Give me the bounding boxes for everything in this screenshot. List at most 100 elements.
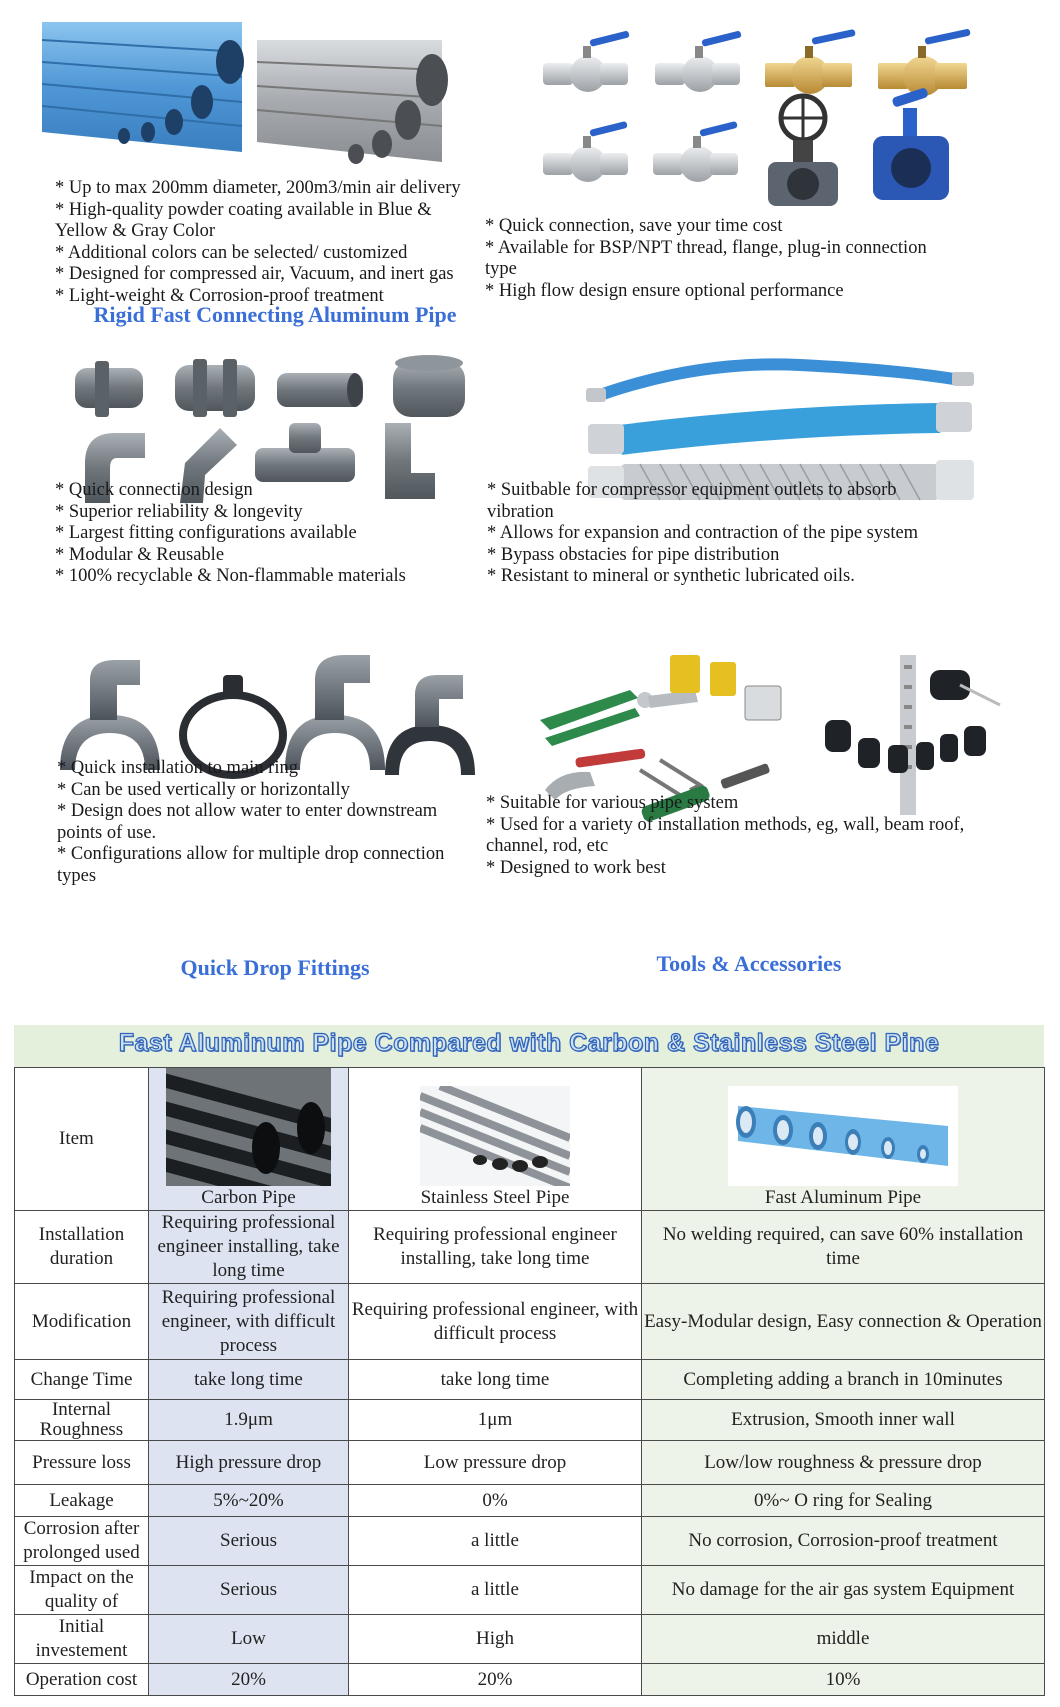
aluminum-pipes-image xyxy=(42,22,448,164)
bullet-line: * Used for a variety of installation met… xyxy=(486,814,965,835)
row-stainless: 20% xyxy=(348,1663,642,1696)
header-stainless-label: Stainless Steel Pipe xyxy=(420,1187,570,1208)
bullet-line: * Designed for compressed air, Vacuum, a… xyxy=(55,264,454,284)
drop-fittings-caption: Quick Drop Fittings xyxy=(180,955,370,980)
table-row: Installation duration Requiring professi… xyxy=(14,1210,1045,1284)
row-carbon: take long time xyxy=(148,1359,349,1400)
bullet-line: * Quick connection design xyxy=(55,480,253,500)
bullet-line: * Resistant to mineral or synthetic lubr… xyxy=(487,566,855,586)
hoses-bullets: * Suitbable for compressor equipment out… xyxy=(487,480,1047,588)
rigid-pipe-caption: Rigid Fast Connecting Aluminum Pipe xyxy=(93,302,457,327)
row-carbon: Serious xyxy=(148,1516,349,1566)
table-row: Operation cost 20% 20% 10% xyxy=(14,1663,1045,1696)
row-stainless: Requiring professional engineer installi… xyxy=(348,1210,642,1284)
table-row: Modification Requiring professional engi… xyxy=(14,1283,1045,1360)
bullet-line: * Allows for expansion and contraction o… xyxy=(487,523,919,543)
row-item: Impact on the quality of xyxy=(14,1565,149,1615)
comparison-banner: Fast Aluminum Pipe Compared with Carbon … xyxy=(14,1025,1044,1067)
panel-drop-fittings: * Quick installation to main ring * Can … xyxy=(0,645,530,1005)
bullet-line: * Designed to work best xyxy=(486,857,666,878)
bullet-line: * 100% recyclable & Non-flammable materi… xyxy=(55,566,406,586)
row-carbon: 1.9μm xyxy=(148,1399,349,1441)
table-header-row: Item Carbon Pipe Stainless Steel Pipe xyxy=(14,1067,1045,1211)
bullet-line: Yellow & Gray Color xyxy=(55,221,215,241)
fittings-bullets: * Quick connection design * Superior rel… xyxy=(55,480,525,588)
panel-fittings: * Quick connection design * Superior rel… xyxy=(0,335,530,645)
row-carbon: Requiring professional engineer, with di… xyxy=(148,1283,349,1360)
bullet-line: * Quick installation to main ring xyxy=(57,758,298,778)
bullet-line: * Design does not allow water to enter d… xyxy=(57,801,438,821)
comparison-title: Fast Aluminum Pipe Compared with Carbon … xyxy=(118,1028,940,1057)
header-carbon-label: Carbon Pipe xyxy=(201,1187,296,1208)
row-stainless: a little xyxy=(348,1565,642,1615)
bullet-line: channel, rod, etc xyxy=(486,836,609,856)
bullet-line: * Available for BSP/NPT thread, flange, … xyxy=(485,237,927,258)
row-stainless: take long time xyxy=(348,1359,642,1400)
header-stainless: Stainless Steel Pipe xyxy=(348,1067,642,1211)
bullet-line: * Quick connection, save your time cost xyxy=(485,216,783,236)
row-aluminum: No welding required, can save 60% instal… xyxy=(641,1210,1045,1284)
row-item: Installation duration xyxy=(14,1210,149,1284)
row-item: Initial investement xyxy=(14,1614,149,1664)
header-aluminum: Fast Aluminum Pipe xyxy=(641,1067,1045,1211)
bullet-line: * High-quality powder coating available … xyxy=(55,199,432,220)
row-stainless: a little xyxy=(348,1516,642,1566)
row-aluminum: Low/low roughness & pressure drop xyxy=(641,1440,1045,1485)
row-item: Change Time xyxy=(14,1359,149,1400)
table-row: Leakage 5%~20% 0% 0%~ O ring for Sealing xyxy=(14,1484,1045,1517)
panel-rigid-pipe: * Up to max 200mm diameter, 200m3/min ai… xyxy=(0,0,530,335)
table-row: Pressure loss High pressure drop Low pre… xyxy=(14,1440,1045,1485)
row-aluminum: middle xyxy=(641,1614,1045,1664)
row-aluminum: No corrosion, Corrosion-proof treatment xyxy=(641,1516,1045,1566)
row-stainless: 0% xyxy=(348,1484,642,1517)
header-aluminum-label: Fast Aluminum Pipe xyxy=(764,1187,922,1208)
fast-aluminum-pipe-image xyxy=(728,1086,958,1186)
valves-bullets-list: * Quick connection, save your time cost … xyxy=(485,216,1045,302)
tools-bullets: * Suitable for various pipe system * Use… xyxy=(486,793,1046,879)
header-item: Item xyxy=(14,1067,149,1211)
panel-hoses: * Suitbable for compressor equipment out… xyxy=(487,335,1060,645)
row-aluminum: 0%~ O ring for Sealing xyxy=(641,1484,1045,1517)
row-item: Modification xyxy=(14,1283,149,1360)
row-carbon: Serious xyxy=(148,1565,349,1615)
row-aluminum: Completing adding a branch in 10minutes xyxy=(641,1359,1045,1400)
table-row: Initial investement Low High middle xyxy=(14,1614,1045,1664)
row-carbon: Low xyxy=(148,1614,349,1664)
row-aluminum: 10% xyxy=(641,1663,1045,1696)
bullet-line: * Suitbable for compressor equipment out… xyxy=(487,480,897,500)
row-item: Pressure loss xyxy=(14,1440,149,1485)
drop-fittings-bullets: * Quick installation to main ring * Can … xyxy=(57,758,527,887)
flexible-hoses-image xyxy=(586,358,974,501)
row-item: Internal Roughness xyxy=(14,1399,149,1441)
tools-accessories-image xyxy=(540,655,1001,822)
header-carbon: Carbon Pipe xyxy=(148,1067,349,1211)
bullet-line: * Largest fitting configurations availab… xyxy=(55,523,357,543)
bullet-line: * Additional colors can be selected/ cus… xyxy=(55,242,408,263)
panel-tools: * Suitable for various pipe system * Use… xyxy=(486,645,1060,1005)
bullet-line: vibration xyxy=(487,501,554,522)
row-aluminum: No damage for the air gas system Equipme… xyxy=(641,1565,1045,1615)
row-aluminum: Easy-Modular design, Easy connection & O… xyxy=(641,1283,1045,1360)
panel-valves: * Quick connection, save your time cost … xyxy=(485,0,1060,335)
comparison-table: Item Carbon Pipe Stainless Steel Pipe xyxy=(14,1067,1045,1696)
bullet-line: * Light-weight & Corrosion-proof treatme… xyxy=(55,285,384,306)
stainless-pipe-image xyxy=(420,1086,570,1186)
row-aluminum: Extrusion, Smooth inner wall xyxy=(641,1399,1045,1441)
bullet-line: * High flow design ensure optional perfo… xyxy=(485,280,844,301)
table-row: Change Time take long time take long tim… xyxy=(14,1359,1045,1400)
row-stainless: Requiring professional engineer, with di… xyxy=(348,1283,642,1360)
table-row: Corrosion after prolonged used Serious a… xyxy=(14,1516,1045,1566)
bullet-line: * Configurations allow for multiple drop… xyxy=(57,844,445,864)
row-item: Corrosion after prolonged used xyxy=(14,1516,149,1566)
row-carbon: 20% xyxy=(148,1663,349,1696)
row-stainless: High xyxy=(348,1614,642,1664)
row-stainless: 1μm xyxy=(348,1399,642,1441)
row-carbon: High pressure drop xyxy=(148,1440,349,1485)
valves-image xyxy=(543,29,971,206)
bullet-line: * Superior reliability & longevity xyxy=(55,501,303,522)
row-stainless: Low pressure drop xyxy=(348,1440,642,1485)
table-row: Impact on the quality of Serious a littl… xyxy=(14,1565,1045,1615)
bullet-line: * Modular & Reusable xyxy=(55,544,225,565)
tools-caption: Tools & Accessories xyxy=(656,951,842,976)
bullet-line: types xyxy=(57,865,97,886)
